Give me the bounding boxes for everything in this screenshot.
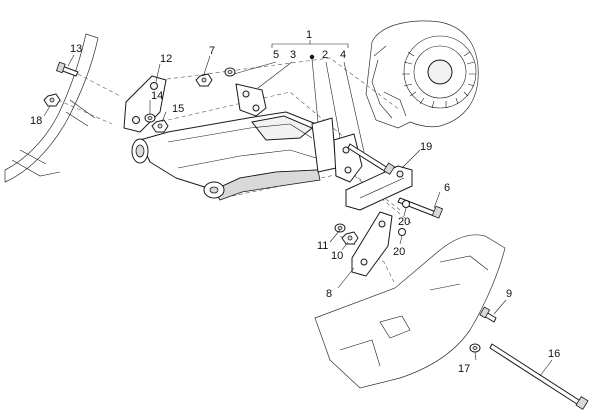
- leader-lines: [43, 54, 553, 377]
- callout-group-1-bracket: [271, 40, 349, 60]
- callout-14: 14: [151, 90, 163, 102]
- swingarm: [131, 111, 337, 201]
- callout-19: 19: [420, 141, 432, 153]
- callout-5: 5: [273, 49, 279, 61]
- callout-20-upper: 20: [398, 216, 410, 228]
- nut-10: [341, 231, 359, 245]
- washer-11: [334, 223, 346, 233]
- rear-frame-section: [314, 234, 506, 389]
- callout-6: 6: [444, 182, 450, 194]
- callout-1: 1: [306, 29, 312, 41]
- screw-20b: [398, 228, 406, 236]
- link-bracket: [235, 83, 267, 117]
- engine-assembly: [365, 20, 479, 129]
- callout-11: 11: [317, 240, 328, 252]
- callout-2: 2: [322, 49, 328, 61]
- callout-3: 3: [290, 49, 296, 61]
- bolt-4-long: [347, 143, 396, 175]
- callout-15: 15: [172, 103, 184, 115]
- callout-4: 4: [340, 49, 346, 61]
- callout-17: 17: [458, 363, 470, 375]
- callout-7: 7: [209, 45, 215, 57]
- callout-10: 10: [331, 250, 343, 262]
- plate-2: [333, 133, 363, 183]
- bolt-13: [55, 61, 79, 77]
- callout-13: 13: [70, 43, 82, 55]
- callout-labels: 1 2 3 4 5 6 7 8 9 10 11 12 13 14 15 16 1…: [30, 29, 560, 375]
- axle-16: [489, 343, 589, 410]
- bracket-8: [351, 211, 393, 277]
- callout-8: 8: [326, 288, 332, 300]
- bolt-9: [479, 306, 497, 323]
- callout-20-lower: 20: [393, 246, 405, 258]
- screw-20a: [402, 200, 410, 208]
- bracket-12: [123, 75, 167, 133]
- nut-15: [151, 119, 169, 133]
- callout-9: 9: [506, 288, 512, 300]
- washer-14: [144, 113, 156, 123]
- nut-7: [195, 73, 213, 87]
- bracket-19: [345, 165, 413, 211]
- washer-5: [224, 67, 236, 77]
- left-frame-section: [4, 33, 99, 183]
- callout-18: 18: [30, 115, 42, 127]
- washer-17: [469, 343, 481, 353]
- callout-16: 16: [548, 348, 560, 360]
- nut-18: [43, 93, 61, 107]
- callout-12: 12: [160, 53, 172, 65]
